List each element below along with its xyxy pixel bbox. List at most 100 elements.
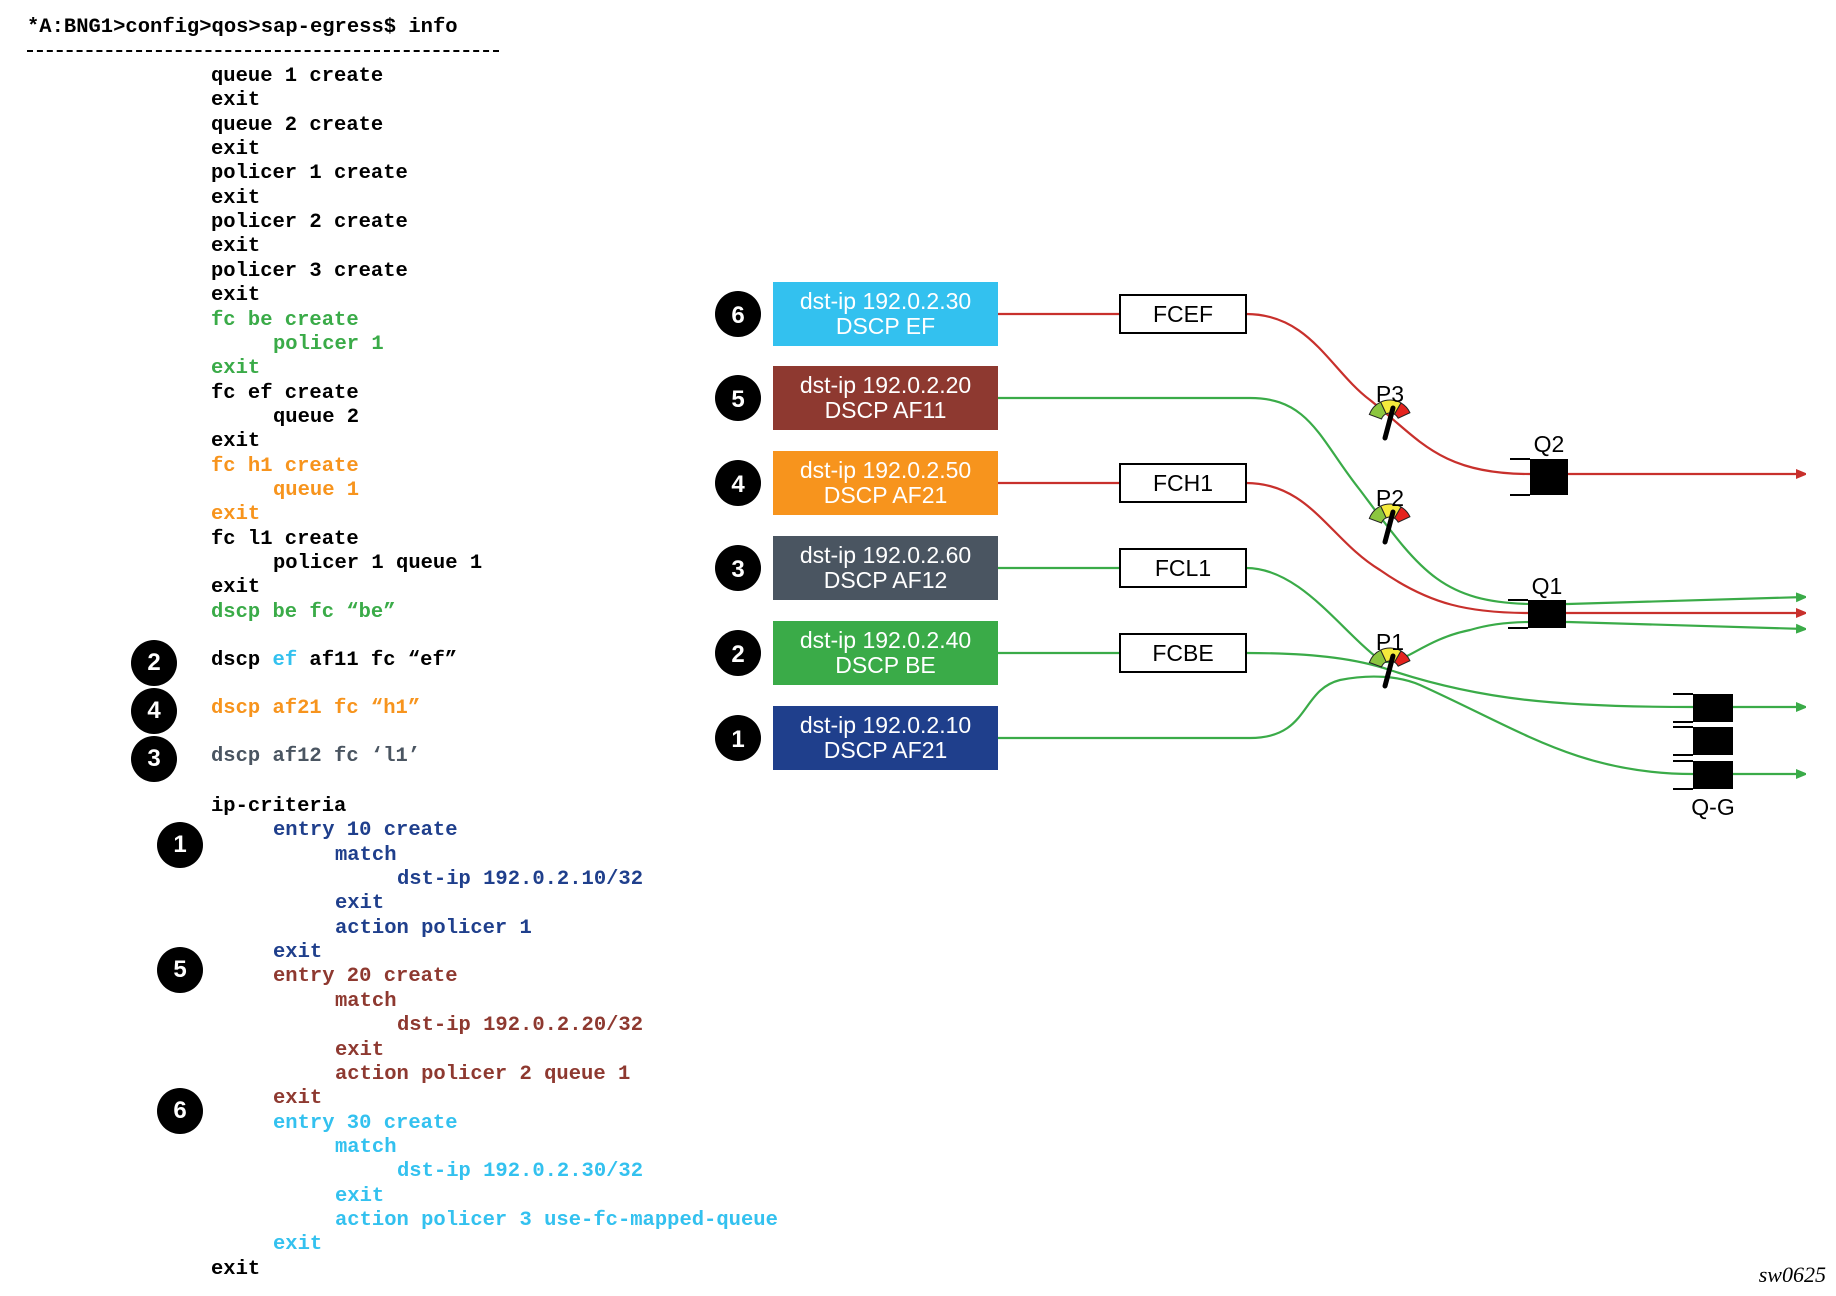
cli-line: policer 3 create: [211, 259, 408, 283]
step-badge: 3: [131, 736, 177, 782]
cli-line: entry 10 create: [273, 819, 458, 843]
cli-line: action policer 3 use-fc-mapped-queue: [335, 1208, 778, 1232]
forwarding-class-label: FCBE: [1152, 640, 1213, 666]
forwarding-class-label: FCL1: [1155, 555, 1211, 581]
forwarding-class-label: FCH1: [1153, 470, 1213, 496]
cli-line: exit: [335, 1184, 385, 1208]
classifier-dst-ip: dst-ip 192.0.2.60: [800, 542, 971, 568]
cli-line: fc be create: [211, 308, 359, 332]
classifier-dst-ip: dst-ip 192.0.2.10: [800, 712, 971, 738]
cli-line: queue 1: [273, 478, 360, 502]
cli-dscp-line: dscp af12 fc ‘l1’: [211, 745, 420, 769]
classifier-dscp: DSCP AF21: [824, 482, 948, 508]
policer-label: P3: [1376, 381, 1404, 407]
cli-line: queue 2: [273, 405, 360, 429]
step-badge-number: 6: [731, 302, 744, 329]
cli-line: action policer 2 queue 1: [335, 1062, 631, 1086]
cli-token: ef: [272, 649, 298, 672]
cli-line: match: [335, 1135, 397, 1159]
cli-line: action policer 1: [335, 916, 532, 940]
cli-line: match: [335, 989, 397, 1013]
forwarding-class-box: [1119, 294, 1247, 334]
classifier-box: [773, 282, 998, 346]
step-badge-number: 2: [731, 641, 744, 668]
flow-line: [1245, 566, 1805, 663]
flow-line: [998, 675, 1694, 776]
step-badge-number: 5: [731, 386, 744, 413]
gauge-needle: [1382, 405, 1396, 441]
forwarding-class-box: [1119, 463, 1247, 503]
queue-block: [1693, 727, 1733, 755]
classifier-dst-ip: dst-ip 192.0.2.30: [800, 288, 971, 314]
classifier-box: [773, 706, 998, 770]
classifier-box: [773, 536, 998, 600]
cli-line: exit: [211, 284, 261, 308]
cli-line: policer 1 create: [211, 162, 408, 186]
cli-token: dscp: [211, 649, 273, 672]
policer-gauge-p1: P1: [1368, 629, 1411, 689]
cli-line: entry 20 create: [273, 965, 458, 989]
cli-line: exit: [211, 235, 261, 259]
flow-line: [1245, 481, 1805, 613]
classifier-dst-ip: dst-ip 192.0.2.50: [800, 457, 971, 483]
queue-block: [1693, 694, 1733, 722]
cli-line: exit: [211, 186, 261, 210]
step-badge-circle: [715, 630, 761, 676]
policer-gauge-p2: P2: [1368, 485, 1411, 545]
step-badge: 2: [131, 640, 177, 686]
step-badge-number: 1: [731, 726, 744, 753]
queue-q2: [1510, 458, 1568, 496]
cli-line: exit: [273, 1233, 323, 1257]
queue-group-2: [1673, 726, 1733, 756]
classifier-dscp: DSCP AF21: [824, 737, 948, 763]
step-badge-circle: [715, 460, 761, 506]
step-badge: 4: [131, 688, 177, 734]
classifier-dscp: DSCP BE: [835, 652, 936, 678]
cli-token: af11 fc “ef”: [297, 649, 458, 672]
step-badge-circle: [715, 375, 761, 421]
queue-block: [1530, 459, 1568, 495]
step-badge-circle: [715, 545, 761, 591]
cli-line: dscp be fc “be”: [211, 600, 396, 624]
queue-group-3: [1673, 760, 1733, 790]
cli-line: exit: [335, 892, 385, 916]
queue-block: [1528, 600, 1566, 628]
cli-line: dst-ip 192.0.2.10/32: [397, 868, 644, 892]
cli-line: fc h1 create: [211, 454, 359, 478]
cli-listing: *A:BNG1>config>qos>sap-egress$ info queu…: [0, 0, 778, 1281]
cli-line: exit: [335, 1038, 385, 1062]
cli-line: exit: [211, 357, 261, 381]
cli-line: exit: [211, 576, 261, 600]
cli-line: entry 30 create: [273, 1111, 458, 1135]
step-badge-number: 4: [731, 471, 745, 498]
classifier-box: [773, 366, 998, 430]
queue-label: Q2: [1534, 431, 1565, 457]
queue-label: Q1: [1532, 573, 1563, 599]
forwarding-class-label: FCEF: [1153, 301, 1213, 327]
cli-line: exit: [211, 503, 261, 527]
queue-block: [1693, 761, 1733, 789]
gauge-needle: [1382, 509, 1396, 545]
cli-line: policer 1: [273, 332, 384, 356]
cli-prompt: *A:BNG1>config>qos>sap-egress$ info: [27, 16, 458, 39]
cli-line: exit: [211, 138, 261, 162]
gauge-segment: [1393, 650, 1411, 667]
cli-line: dst-ip 192.0.2.20/32: [397, 1014, 644, 1038]
cli-token: dscp af21 fc “h1”: [211, 697, 421, 720]
cli-line: queue 1 create: [211, 65, 384, 88]
cli-line: exit: [273, 1087, 323, 1111]
separator-line: [27, 50, 499, 52]
cli-line: fc ef create: [211, 381, 359, 405]
classifier-dscp: DSCP AF11: [825, 397, 947, 423]
flow-line: [1245, 312, 1805, 474]
cli-dscp-line: dscp ef af11 fc “ef”: [211, 649, 457, 673]
queue-label: Q-G: [1691, 794, 1734, 820]
cli-dscp-line: dscp af21 fc “h1”: [211, 697, 420, 721]
forwarding-class-box: [1119, 548, 1247, 588]
cli-line: exit: [273, 941, 323, 965]
flow-line: [998, 396, 1805, 606]
policer-gauge-p3: P3: [1368, 381, 1411, 441]
classifier-dscp: DSCP EF: [836, 313, 935, 339]
